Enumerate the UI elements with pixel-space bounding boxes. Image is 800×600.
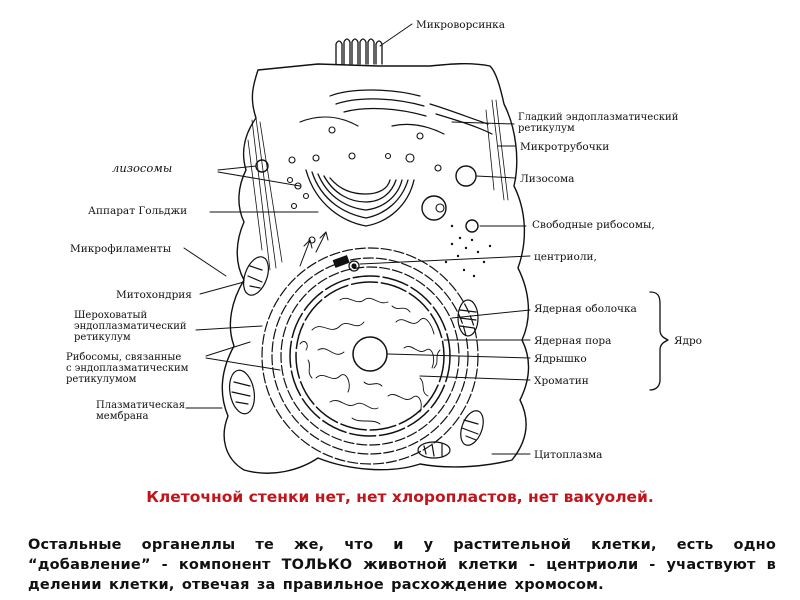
label-nuclear-envelope: Ядерная оболочка	[534, 303, 637, 315]
lysosome-3	[421, 195, 447, 221]
label-microvilli: Микроворсинка	[416, 19, 505, 31]
free-ribosomes	[444, 224, 492, 278]
nucleolus	[352, 336, 388, 372]
label-nucleus: Ядро	[674, 335, 702, 347]
microvilli	[335, 38, 383, 65]
label-nuclear-pore: Ядерная пора	[534, 335, 611, 347]
label-lysosome: Лизосома	[520, 173, 574, 185]
caption-no-wall: Клеточной стенки нет, нет хлоропластов, …	[146, 488, 654, 506]
leader-lines	[183, 23, 531, 455]
label-cytoplasm: Цитоплазма	[534, 449, 602, 461]
label-microfilaments: Микрофиламенты	[70, 243, 171, 255]
label-centrioles: центриоли,	[534, 251, 597, 263]
plasma-membrane	[221, 63, 530, 474]
microtubules	[485, 99, 509, 201]
golgi-apparatus	[305, 169, 415, 227]
mitochondria	[228, 256, 484, 459]
label-free-ribosomes: Свободные рибосомы,	[532, 219, 655, 231]
label-microtubules: Микротрубочки	[520, 141, 609, 153]
diagram-labels: Микроворсинка Гладкий эндоплазматический…	[66, 19, 702, 461]
nucleus-bracket	[649, 291, 669, 391]
vesicles	[286, 126, 445, 244]
label-chromatin: Хроматин	[534, 375, 589, 387]
lysosome-2	[455, 165, 477, 187]
label-mitochondria: Митохондрия	[116, 289, 192, 301]
microfilaments	[247, 117, 283, 271]
smooth-er	[299, 89, 493, 135]
chromatin	[299, 297, 441, 425]
label-golgi: Аппарат Гольджи	[88, 205, 187, 217]
vesicle-arrows	[299, 231, 329, 267]
label-lysosomes: лизосомы	[112, 161, 172, 175]
animal-cell-diagram: Микроворсинка Гладкий эндоплазматический…	[66, 19, 702, 474]
description-text: Остальные органеллы те же, что и у расти…	[28, 537, 776, 593]
label-nucleolus: Ядрышко	[534, 353, 587, 365]
lysosome-4	[465, 219, 479, 233]
